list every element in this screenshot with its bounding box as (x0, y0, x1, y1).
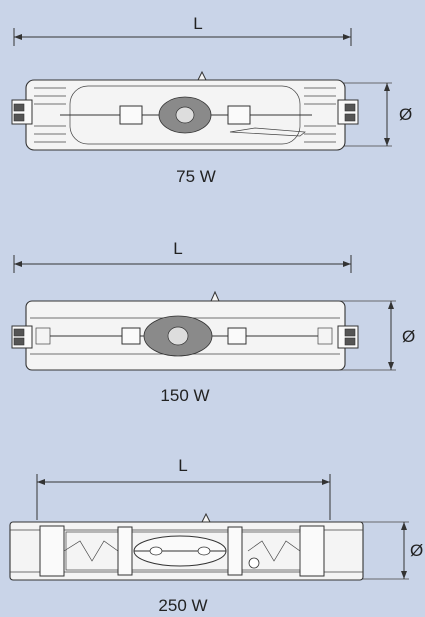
lamp-150w-drawing: L Ø 150 W (11, 239, 415, 405)
wattage-label-150w: 150 W (160, 386, 209, 405)
lamp-body-75w (11, 70, 359, 151)
length-label-75w: L (193, 14, 202, 33)
length-label-150w: L (173, 239, 182, 258)
diameter-label-250w: Ø (410, 541, 423, 560)
diameter-dimension-150w: Ø (340, 300, 415, 371)
lamp-body-250w (9, 512, 364, 581)
length-dimension-150w: L (13, 239, 352, 273)
diameter-dimension-75w: Ø (340, 82, 412, 147)
wattage-label-250w: 250 W (158, 596, 207, 615)
diameter-dimension-250w: Ø (360, 521, 423, 580)
lamp-250w-drawing: L Ø 250 W (9, 456, 423, 615)
length-dimension-250w: L (36, 456, 331, 520)
length-label-250w: L (178, 456, 187, 475)
diameter-label-150w: Ø (402, 327, 415, 346)
lamp-75w-drawing: L Ø (11, 14, 412, 186)
diameter-label-75w: Ø (399, 105, 412, 124)
length-dimension-75w: L (13, 14, 352, 46)
wattage-label-75w: 75 W (176, 167, 216, 186)
lamp-body-150w (11, 290, 359, 371)
